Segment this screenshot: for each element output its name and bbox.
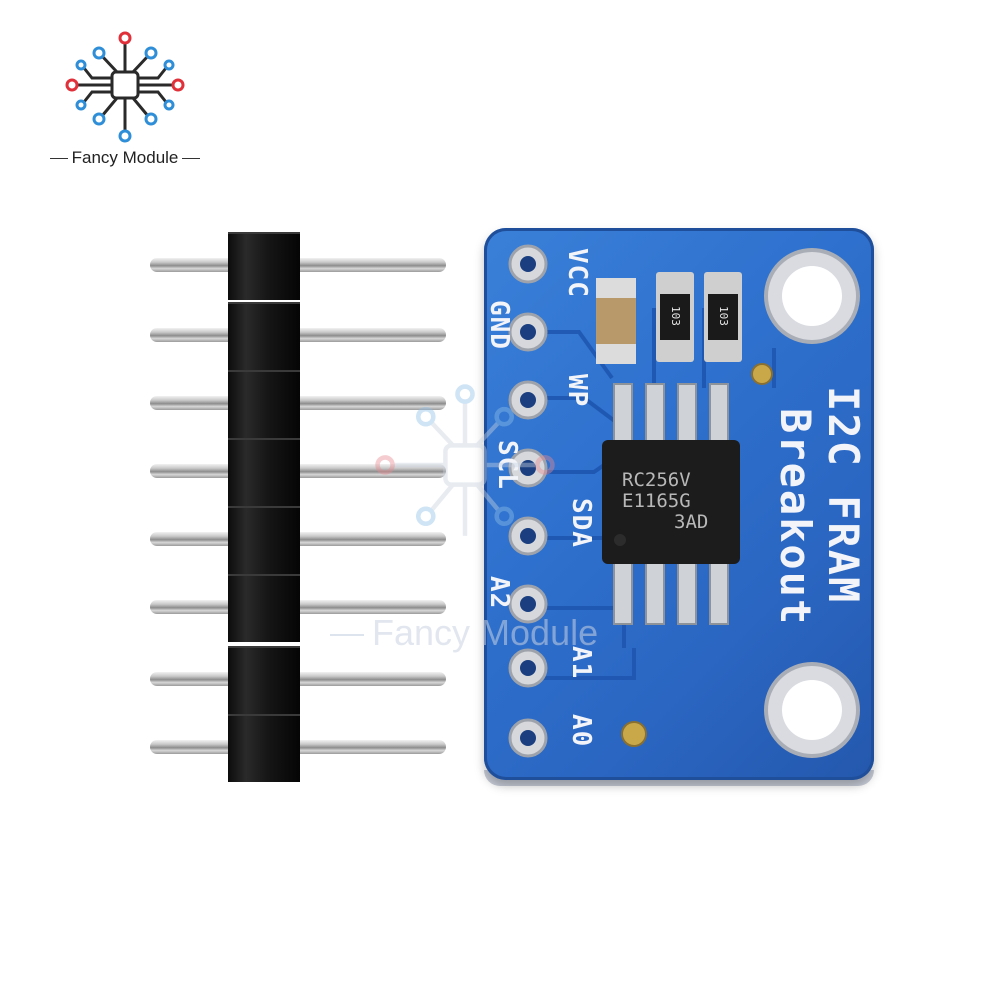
board-title-line1: I2C FRAM [819, 386, 868, 605]
pin-label-wp: WP [562, 374, 592, 408]
watermark-logo-icon [375, 384, 555, 536]
resistor-code: 103 [669, 306, 682, 326]
header-pin [150, 232, 450, 300]
watermark-text: Fancy Module [322, 612, 598, 654]
resistor-code: 103 [717, 306, 730, 326]
pin-label-gnd: GND [484, 300, 514, 350]
header-pin [150, 646, 450, 714]
brand-logo: Fancy Module [40, 28, 210, 178]
chip-marking: RC256V E1165G 3AD [622, 469, 709, 533]
header-pin [150, 574, 450, 642]
board-title-line2: Breakout [771, 408, 820, 627]
pin-label-sda: SDA [566, 498, 596, 548]
header-pin [150, 302, 450, 370]
circuit-logo-icon [65, 31, 185, 143]
header-pin [150, 506, 450, 574]
pin-header [150, 228, 450, 788]
pcb-artwork [508, 244, 860, 758]
header-pin [150, 714, 450, 782]
header-pin [150, 438, 450, 506]
pin-label-vcc: VCC [562, 248, 592, 298]
brand-name: Fancy Module [40, 148, 210, 168]
header-pin [150, 370, 450, 438]
fram-breakout-board: RC256V E1165G 3AD 103 103 VCC GND WP SCL… [484, 228, 874, 780]
pin-label-a2: A2 [484, 576, 514, 610]
pin-label-a0: A0 [566, 714, 596, 748]
